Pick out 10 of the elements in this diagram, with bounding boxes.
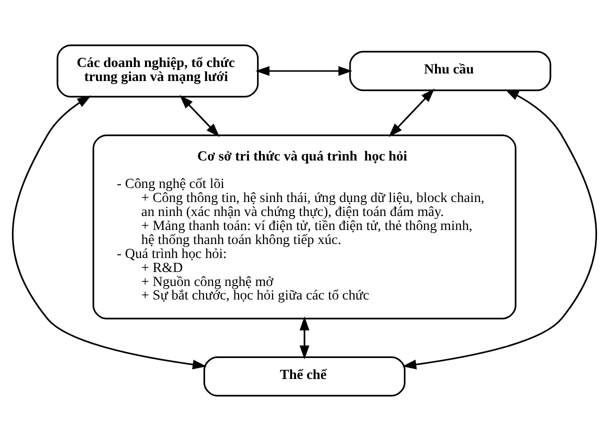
arrow xyxy=(256,66,352,76)
node-box: Cơ sở tri thức và quá trình học hỏi - Công nghệ cốt lõi + Công thông tin, hệ sinh thái, ứng dụng dữ liệu, block chain, an ninh (xác nhận và chứng thực), điện toán đám mây. + Mảng thanh toán: ví điện tử, tiền điện tử, thẻ thông minh, hệ thống thanh toán không tiếp xúc. - Quá trình học hỏi: + R&D + Nguồn công nghệ mở + Sự bắt chước, học hỏi giữa các tổ chức xyxy=(92,134,516,320)
node-box: Các doanh nghiệp, tổ chức trung gian và mạng lưới xyxy=(56,44,259,98)
arrow xyxy=(12,96,207,370)
arrow xyxy=(300,316,310,360)
arrow xyxy=(180,95,220,138)
node-box: Nhu cầu xyxy=(349,50,552,92)
arrow xyxy=(388,88,435,138)
node-box: Thể chế xyxy=(203,356,406,397)
arrow xyxy=(402,89,597,370)
